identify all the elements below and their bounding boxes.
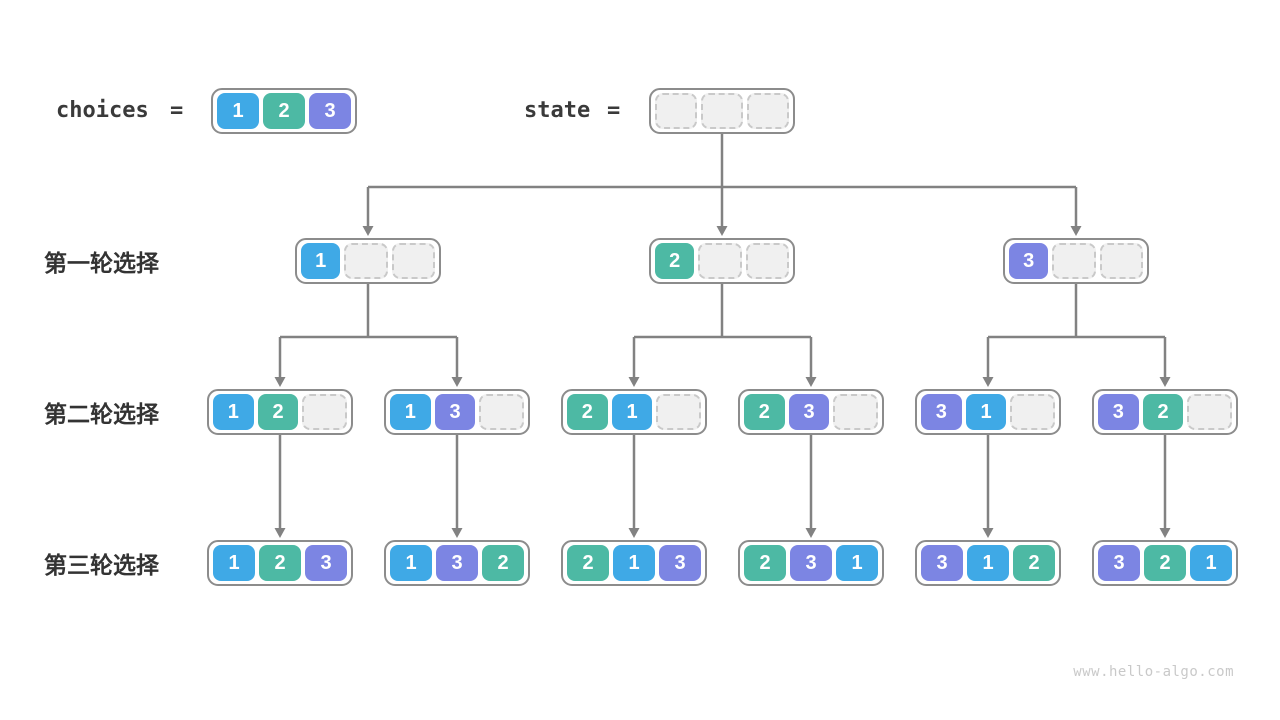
row-label-round-2: 第二轮选择 <box>44 401 159 427</box>
cell-empty <box>747 93 789 129</box>
array-box-round1-2: 2 <box>649 238 795 284</box>
cell-2: 2 <box>744 545 786 581</box>
cell-3: 3 <box>1098 394 1139 430</box>
cell-1: 1 <box>611 394 653 430</box>
cell-3: 3 <box>436 545 478 581</box>
array-box-round1-1: 1 <box>295 238 441 284</box>
cell-1: 1 <box>1190 545 1232 581</box>
array-box-round1-3: 3 <box>1003 238 1149 284</box>
cell-3: 3 <box>921 545 963 581</box>
cell-1: 1 <box>213 394 254 430</box>
state-label: state <box>524 98 591 123</box>
cell-3: 3 <box>434 394 476 430</box>
cell-empty <box>1099 243 1143 279</box>
cell-2: 2 <box>1144 545 1186 581</box>
cell-empty <box>302 394 348 430</box>
cell-3: 3 <box>790 545 832 581</box>
cell-3: 3 <box>309 93 351 129</box>
cell-empty <box>655 93 697 129</box>
cell-empty <box>833 394 879 430</box>
choices-label: choices <box>56 98 149 123</box>
cell-1: 1 <box>390 545 432 581</box>
cell-1: 1 <box>213 545 255 581</box>
cell-empty <box>701 93 743 129</box>
cell-1: 1 <box>390 394 431 430</box>
cell-1: 1 <box>301 243 341 279</box>
cell-2: 2 <box>567 394 608 430</box>
cell-2: 2 <box>744 394 785 430</box>
cell-3: 3 <box>1098 545 1140 581</box>
cell-empty <box>745 243 789 279</box>
watermark: www.hello-algo.com <box>1073 664 1234 680</box>
cell-2: 2 <box>259 545 301 581</box>
cell-empty <box>1187 394 1233 430</box>
cell-2: 2 <box>567 545 609 581</box>
row-label-round-1: 第一轮选择 <box>44 250 159 276</box>
array-box-state <box>649 88 795 134</box>
cell-empty <box>479 394 525 430</box>
cell-2: 2 <box>263 93 305 129</box>
cell-empty <box>698 243 742 279</box>
cell-2: 2 <box>1013 545 1055 581</box>
cell-1: 1 <box>217 93 259 129</box>
cell-empty <box>1052 243 1096 279</box>
cell-2: 2 <box>482 545 524 581</box>
row-label-round-3: 第三轮选择 <box>44 552 159 578</box>
cell-3: 3 <box>659 545 701 581</box>
cell-3: 3 <box>305 545 347 581</box>
cell-empty <box>391 243 435 279</box>
cell-3: 3 <box>921 394 962 430</box>
cell-1: 1 <box>836 545 878 581</box>
cell-empty <box>344 243 388 279</box>
cell-empty <box>1010 394 1056 430</box>
cell-1: 1 <box>967 545 1009 581</box>
cell-2: 2 <box>655 243 695 279</box>
cell-2: 2 <box>1142 394 1184 430</box>
cell-1: 1 <box>613 545 655 581</box>
choices-equals-sign: = <box>170 98 184 123</box>
cell-2: 2 <box>257 394 299 430</box>
cell-empty <box>656 394 702 430</box>
state-equals-sign: = <box>607 98 621 123</box>
cell-1: 1 <box>965 394 1007 430</box>
cell-3: 3 <box>788 394 830 430</box>
cell-3: 3 <box>1009 243 1049 279</box>
